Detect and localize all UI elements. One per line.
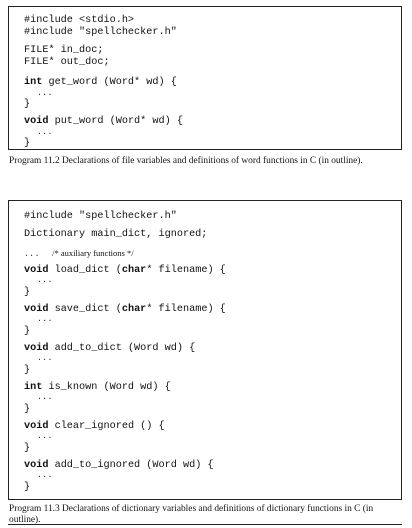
code-line: void add_to_dict (Word wd) {	[24, 343, 196, 354]
code-line: FILE* out_doc;	[24, 57, 110, 68]
program-11-2-box: #include <stdio.h> #include "spellchecke…	[8, 6, 402, 150]
code-line: void put_word (Word* wd) {	[24, 116, 183, 127]
code-line: void save_dict (char* filename) {	[24, 304, 226, 315]
code-line: }	[24, 287, 31, 298]
code-line: }	[24, 138, 31, 149]
code-line: }	[24, 326, 31, 337]
code-ellipsis: ...	[37, 128, 53, 137]
code-line: #include "spellchecker.h"	[24, 27, 177, 38]
code-ellipsis: ...	[37, 276, 53, 285]
code-ellipsis: ...	[37, 354, 53, 363]
code-line: }	[24, 443, 31, 454]
code-line: }	[24, 404, 31, 415]
code-ellipsis: ...	[37, 471, 53, 480]
program-11-3-code: #include "spellchecker.h" Dictionary mai…	[24, 211, 226, 493]
code-line: void add_to_ignored (Word wd) {	[24, 460, 214, 471]
code-line: int get_word (Word* wd) {	[24, 77, 177, 88]
code-line: }	[24, 99, 31, 110]
code-ellipsis: ...	[37, 89, 53, 98]
bottom-rule	[8, 524, 402, 525]
code-line: FILE* in_doc;	[24, 45, 104, 56]
code-ellipsis: ...	[37, 432, 53, 441]
code-ellipsis: ...	[37, 393, 53, 402]
code-line: Dictionary main_dict, ignored;	[24, 229, 208, 240]
code-line: int is_known (Word wd) {	[24, 382, 171, 393]
code-line: #include "spellchecker.h"	[24, 211, 177, 222]
code-line: void clear_ignored () {	[24, 421, 165, 432]
program-11-3-box: #include "spellchecker.h" Dictionary mai…	[8, 200, 402, 500]
code-line: void load_dict (char* filename) {	[24, 265, 226, 276]
code-line: }	[24, 482, 31, 493]
program-11-2-code: #include <stdio.h> #include "spellchecke…	[24, 15, 183, 159]
code-line: }	[24, 365, 31, 376]
code-line: ... /* auxiliary functions */	[24, 248, 134, 259]
code-line: #include <stdio.h>	[24, 15, 135, 26]
program-11-2-caption: Program 11.2 Declarations of file variab…	[9, 156, 363, 166]
code-ellipsis: ...	[37, 315, 53, 324]
program-11-3-caption: Program 11.3 Declarations of dictionary …	[9, 504, 374, 525]
